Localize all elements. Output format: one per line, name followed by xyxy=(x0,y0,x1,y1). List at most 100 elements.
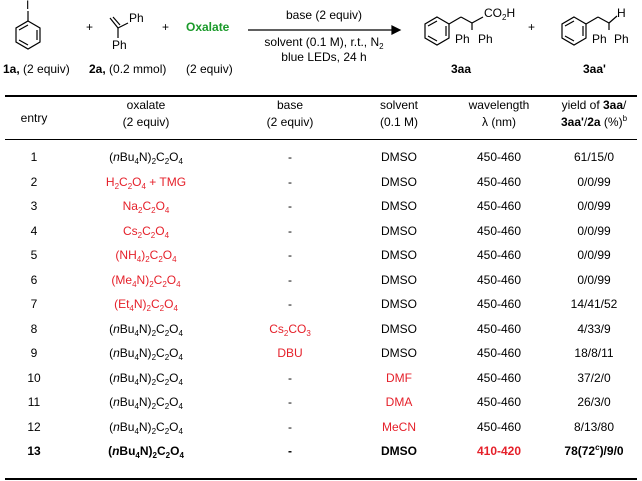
header-base: base(2 equiv) xyxy=(266,98,314,129)
header-oxalate: oxalate(2 equiv) xyxy=(122,98,170,129)
cell-entry: 11 xyxy=(27,395,41,410)
cell-solvent: DMSO xyxy=(381,150,417,165)
product-3aa-prime-structure xyxy=(561,15,618,46)
cell-wavelength: 450-460 xyxy=(476,395,522,410)
product-ph-2: Ph xyxy=(478,32,493,46)
cell-entry: 13 xyxy=(27,444,41,459)
table-top-rule xyxy=(5,95,637,97)
cell-wavelength: 450-460 xyxy=(476,346,522,361)
cell-entry: 2 xyxy=(30,174,38,189)
cell-entry: 4 xyxy=(30,223,38,238)
cell-yield: 26/3/0 xyxy=(577,395,611,410)
cell-solvent: DMSO xyxy=(381,346,417,361)
product2-h-label: H xyxy=(617,6,626,20)
diphenylethylene-structure xyxy=(109,16,129,38)
cell-yield: 0/0/99 xyxy=(577,272,611,287)
table-row: 4 Cs2C2O4 - DMSO 450-460 0/0/99 xyxy=(5,219,637,244)
product-ph-1: Ph xyxy=(455,32,470,46)
plus-sign-3: + xyxy=(528,20,536,34)
cell-wavelength: 450-460 xyxy=(476,370,522,385)
reaction-arrow xyxy=(248,25,402,35)
cell-entry: 5 xyxy=(30,248,38,263)
cell-wavelength: 450-460 xyxy=(476,297,522,312)
cell-base: - xyxy=(288,150,292,165)
cell-oxalate: (nBu4N)2C2O4 xyxy=(109,321,183,338)
cell-wavelength: 450-460 xyxy=(476,419,522,434)
cell-oxalate: (nBu4N)2C2O4 xyxy=(108,444,184,461)
cell-wavelength: 450-460 xyxy=(476,272,522,287)
cell-entry: 6 xyxy=(30,272,38,287)
cell-solvent: DMF xyxy=(386,370,412,385)
table-row: 8 (nBu4N)2C2O4 Cs2CO3 DMSO 450-460 4/33/… xyxy=(5,317,637,342)
cell-solvent: MeCN xyxy=(381,419,416,434)
table-row: 9 (nBu4N)2C2O4 DBU DMSO 450-460 18/8/11 xyxy=(5,341,637,366)
table-row: 1 (nBu4N)2C2O4 - DMSO 450-460 61/15/0 xyxy=(5,145,637,170)
cell-entry: 1 xyxy=(30,150,38,165)
cell-solvent: DMSO xyxy=(381,174,417,189)
cell-solvent: DMSO xyxy=(381,223,417,238)
cell-wavelength: 410-420 xyxy=(476,444,522,459)
cell-yield: 4/33/9 xyxy=(577,321,611,336)
cell-base: - xyxy=(288,419,292,434)
iodine-label: I xyxy=(26,0,30,12)
oxalate-reagent: Oxalate xyxy=(186,20,230,34)
cell-yield: 14/41/52 xyxy=(570,297,618,312)
plus-sign-2: + xyxy=(162,20,170,34)
product-3aa-structure xyxy=(424,16,484,46)
cell-oxalate: Cs2C2O4 xyxy=(122,223,170,240)
cell-wavelength: 450-460 xyxy=(476,321,522,336)
cell-entry: 3 xyxy=(30,199,38,214)
cell-yield: 8/13/80 xyxy=(573,419,615,434)
label-2a: 2a, (0.2 mmol) xyxy=(89,62,167,76)
cell-base: - xyxy=(288,395,292,410)
cell-oxalate: Na2C2O4 xyxy=(122,199,170,216)
table-row: 12 (nBu4N)2C2O4 - MeCN 450-460 8/13/80 xyxy=(5,415,637,440)
cell-base: - xyxy=(288,370,292,385)
iodobenzene-structure xyxy=(15,11,41,50)
cell-entry: 10 xyxy=(27,370,41,385)
table-row: 6 (Me4N)2C2O4 - DMSO 450-460 0/0/99 xyxy=(5,268,637,293)
condition-light: blue LEDs, 24 h xyxy=(281,50,367,64)
reaction-scheme: I + Ph Ph + Oxalate base (2 equiv) solve… xyxy=(0,0,642,88)
table-row-optimal: 13 (nBu4N)2C2O4 - DMSO 410-420 78(72c)/9… xyxy=(5,439,637,464)
cell-wavelength: 450-460 xyxy=(476,150,522,165)
cell-oxalate: (Me4N)2C2O4 xyxy=(111,272,181,289)
cell-yield: 0/0/99 xyxy=(577,199,611,214)
label-oxalate-equiv: (2 equiv) xyxy=(186,62,233,76)
table-row: 10 (nBu4N)2C2O4 - DMF 450-460 37/2/0 xyxy=(5,366,637,391)
cell-solvent: DMSO xyxy=(381,321,417,336)
table-row: 11 (nBu4N)2C2O4 - DMA 450-460 26/3/0 xyxy=(5,390,637,415)
label-3aa-prime: 3aa' xyxy=(583,62,606,76)
ph-label-bottom: Ph xyxy=(112,38,127,52)
table-row: 7 (Et4N)2C2O4 - DMSO 450-460 14/41/52 xyxy=(5,292,637,317)
cell-base: - xyxy=(288,223,292,238)
product2-ph-1: Ph xyxy=(592,32,607,46)
cell-solvent: DMSO xyxy=(381,199,417,214)
plus-sign-1: + xyxy=(86,20,94,34)
cell-yield: 61/15/0 xyxy=(573,150,615,165)
cell-base: Cs2CO3 xyxy=(269,321,311,338)
optimization-table: entry oxalate(2 equiv) base(2 equiv) sol… xyxy=(5,97,637,464)
cell-solvent: DMA xyxy=(385,395,413,410)
label-3aa: 3aa xyxy=(451,62,472,76)
product2-ph-2: Ph xyxy=(614,32,629,46)
cell-base: - xyxy=(288,174,292,189)
cell-base: DBU xyxy=(277,346,303,361)
cell-yield: 0/0/99 xyxy=(577,223,611,238)
table-bottom-rule xyxy=(5,478,637,480)
cell-base: - xyxy=(288,297,292,312)
cell-yield: 78(72c)/9/0 xyxy=(564,443,624,459)
cell-oxalate: (Et4N)2C2O4 xyxy=(114,297,178,314)
condition-base: base (2 equiv) xyxy=(285,8,363,22)
condition-solvent: solvent (0.1 M), r.t., N2 xyxy=(264,35,384,51)
cell-wavelength: 450-460 xyxy=(476,223,522,238)
cell-solvent: DMSO xyxy=(381,248,417,263)
cell-yield: 0/0/99 xyxy=(577,248,611,263)
header-solvent: solvent(0.1 M) xyxy=(379,98,419,129)
cell-base: - xyxy=(288,272,292,287)
table-row: 5 (NH4)2C2O4 - DMSO 450-460 0/0/99 xyxy=(5,243,637,268)
cell-solvent: DMSO xyxy=(381,297,417,312)
cell-yield: 37/2/0 xyxy=(577,370,611,385)
label-1a: 1a, (2 equiv) xyxy=(3,62,70,76)
